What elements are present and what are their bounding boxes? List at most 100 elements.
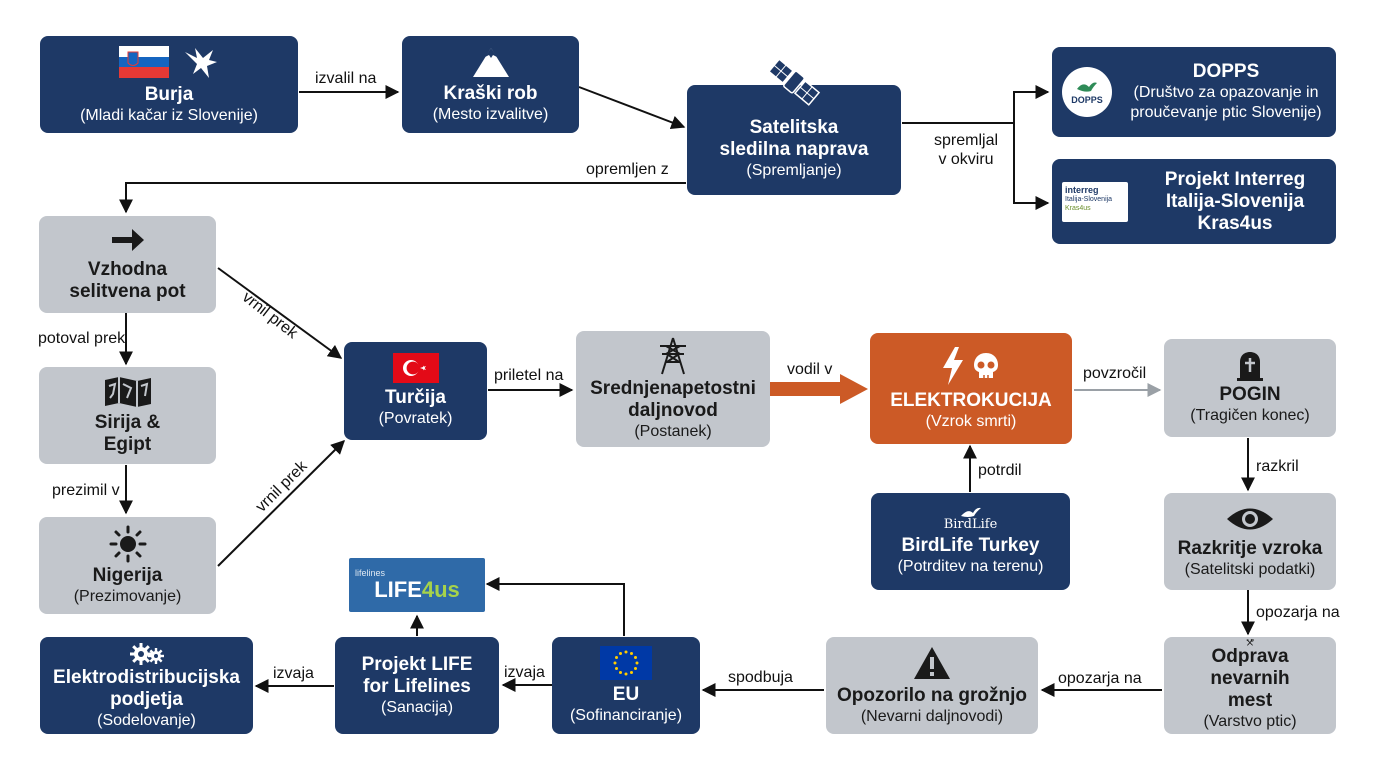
node-nigerija: Nigerija (Prezimovanje) bbox=[39, 517, 216, 614]
bird-logo-icon bbox=[1077, 82, 1097, 92]
daljnovod-subtitle: (Postanek) bbox=[634, 423, 712, 440]
edge-label-opremljen-z: opremljen z bbox=[586, 161, 669, 178]
edge-vzhodna-turcija bbox=[217, 267, 343, 359]
life-subtitle: (Sanacija) bbox=[380, 698, 454, 716]
birdlife-bird-icon bbox=[960, 507, 981, 517]
sun-icon bbox=[109, 525, 146, 562]
elektro-title-line1: Elektrodistribucijska bbox=[53, 666, 240, 688]
edge-label-izvaja-right: izvaja bbox=[504, 664, 545, 681]
node-dopps: DOPPS DOPPS (Društvo za opazovanje in pr… bbox=[1052, 47, 1336, 137]
edge-label-povzrocil: povzročil bbox=[1083, 365, 1147, 382]
elektrokucija-title: ELEKTROKUCIJA bbox=[890, 389, 1052, 411]
interreg-logo: interreg Italija-Slovenija Kras4us bbox=[1062, 181, 1128, 222]
kraski-rob-subtitle: (Mesto izvalitve) bbox=[432, 105, 549, 123]
razkritje-title: Razkritje vzroka bbox=[1177, 537, 1323, 559]
burja-subtitle: (Mladi kačar iz Slovenije) bbox=[80, 106, 258, 124]
turkey-flag-icon bbox=[392, 353, 439, 383]
kraski-rob-title: Kraški rob bbox=[443, 82, 538, 104]
skull-icon bbox=[974, 352, 998, 378]
life-for-lifelines-logo: lifelines LIFE4us bbox=[349, 558, 485, 612]
birdlife-subtitle: (Potrditev na terenu) bbox=[897, 558, 1044, 575]
vzhodna-title-line2: selitvena pot bbox=[69, 280, 186, 302]
opozorilo-title: Opozorilo na grožnjo bbox=[837, 684, 1027, 706]
mountain-icon bbox=[472, 47, 509, 77]
turcija-title: Turčija bbox=[385, 387, 446, 408]
gravestone-icon bbox=[1237, 352, 1263, 381]
satellite-icon bbox=[767, 58, 821, 106]
razkritje-subtitle: (Satelitski podatki) bbox=[1184, 560, 1316, 578]
elektro-title-line2: podjetja bbox=[110, 688, 183, 710]
odprava-subtitle: (Varstvo ptic) bbox=[1203, 713, 1297, 730]
node-opozorilo-na-groznjo: Opozorilo na grožnjo (Nevarni daljnovodi… bbox=[826, 637, 1038, 734]
interreg-title-line1: Projekt Interreg bbox=[1164, 168, 1306, 190]
edge-label-izvalil-na: izvalil na bbox=[315, 70, 377, 87]
turcija-subtitle: (Povratek) bbox=[378, 410, 453, 427]
dopps-logo-text: DOPPS bbox=[1071, 95, 1103, 105]
edge-label-vodil-v: vodil v bbox=[787, 361, 833, 378]
slovenia-flag-icon bbox=[119, 45, 169, 78]
dopps-subtitle-line2: proučevanje ptic Slovenije) bbox=[1130, 104, 1322, 121]
burja-title: Burja bbox=[144, 83, 194, 105]
node-pogin: POGIN (Tragičen konec) bbox=[1164, 339, 1336, 437]
pogin-subtitle: (Tragičen konec) bbox=[1190, 407, 1310, 424]
eu-title: EU bbox=[612, 683, 640, 705]
node-turcija: Turčija (Povratek) bbox=[344, 342, 487, 440]
edge-daljnovod-elektrokucija bbox=[770, 374, 868, 404]
edge-label-izvaja-left: izvaja bbox=[273, 665, 314, 682]
nigerija-subtitle: (Prezimovanje) bbox=[73, 587, 182, 605]
dopps-subtitle-line1: (Društvo za opazovanje in bbox=[1133, 84, 1319, 101]
warning-icon bbox=[914, 646, 950, 679]
eagle-icon bbox=[185, 47, 217, 78]
dopps-logo: DOPPS bbox=[1062, 67, 1112, 117]
node-burja: Burja (Mladi kačar iz Slovenije) bbox=[40, 36, 298, 133]
power-pylon-icon bbox=[660, 337, 686, 375]
edge-nigerija-turcija bbox=[217, 440, 345, 567]
edge-label-spremljal: spremljal v okviru bbox=[934, 131, 998, 169]
sirija-title-line1: Sirija & bbox=[94, 411, 161, 433]
interreg-logo-line2: Italija-Slovenija bbox=[1065, 195, 1113, 203]
birdlife-title: BirdLife Turkey bbox=[901, 535, 1040, 556]
node-elektrokucija: ELEKTROKUCIJA (Vzrok smrti) bbox=[870, 333, 1072, 444]
life-title-line1: Projekt LIFE bbox=[361, 653, 473, 675]
eu-flag-icon bbox=[600, 645, 652, 680]
node-odprava-nevarnih-mest: Odprava nevarnih mest (Varstvo ptic) bbox=[1164, 637, 1336, 734]
birdlife-logo-text: BirdLife bbox=[943, 517, 998, 532]
opozorilo-subtitle: (Nevarni daljnovodi) bbox=[860, 707, 1004, 725]
eye-icon bbox=[1227, 508, 1273, 529]
pogin-title: POGIN bbox=[1219, 384, 1281, 405]
node-projekt-life: Projekt LIFE for Lifelines (Sanacija) bbox=[335, 637, 499, 734]
node-razkritje-vzroka: Razkritje vzroka (Satelitski podatki) bbox=[1164, 493, 1336, 590]
node-vzhodna-selitvena-pot: Vzhodna selitvena pot bbox=[39, 216, 216, 313]
edge-label-spremljal-line2: v okviru bbox=[938, 151, 994, 168]
edge-label-opozarja-na-right: opozarja na bbox=[1256, 604, 1340, 621]
edge-label-spodbuja: spodbuja bbox=[728, 669, 793, 686]
vzhodna-title-line1: Vzhodna bbox=[87, 258, 168, 280]
edge-eu-lifelogo bbox=[485, 577, 625, 636]
edge-satelitska-interreg bbox=[1013, 123, 1050, 210]
edge-label-razkril: razkril bbox=[1256, 458, 1299, 475]
edge-satelitska-dopps bbox=[902, 85, 1050, 124]
edge-label-potrdil: potrdil bbox=[978, 462, 1022, 479]
eu-subtitle: (Sofinanciranje) bbox=[569, 706, 683, 724]
node-sirija-egipt: Sirija & Egipt bbox=[39, 367, 216, 464]
interreg-logo-line3: Kras4us bbox=[1065, 204, 1091, 212]
odprava-title-line2: mest bbox=[1227, 690, 1273, 711]
interreg-title-line3: Kras4us bbox=[1197, 212, 1273, 234]
satelitska-title-line2: sledilna naprava bbox=[719, 139, 869, 160]
edge-label-priletel-na: priletel na bbox=[494, 367, 564, 384]
life-logo-small-text: lifelines bbox=[355, 568, 386, 578]
node-interreg: interreg Italija-Slovenija Kras4us Proje… bbox=[1052, 159, 1336, 244]
gears-icon bbox=[129, 642, 164, 665]
node-birdlife-turkey: BirdLife BirdLife Turkey (Potrditev na t… bbox=[871, 493, 1070, 590]
dopps-title: DOPPS bbox=[1192, 61, 1260, 82]
elektrokucija-subtitle: (Vzrok smrti) bbox=[925, 412, 1017, 430]
daljnovod-title-line1: Srednjenapetostni bbox=[590, 378, 756, 399]
edge-label-opozarja-na-bottom: opozarja na bbox=[1058, 670, 1142, 687]
nigerija-title: Nigerija bbox=[92, 564, 163, 586]
elektro-subtitle: (Sodelovanje) bbox=[97, 711, 196, 729]
daljnovod-title-line2: daljnovod bbox=[628, 400, 718, 421]
node-elektrodistribucijska-podjetja: Elektrodistribucijska podjetja (Sodelova… bbox=[40, 637, 253, 734]
satelitska-title-line1: Satelitska bbox=[749, 117, 839, 138]
map-icon bbox=[104, 376, 151, 407]
